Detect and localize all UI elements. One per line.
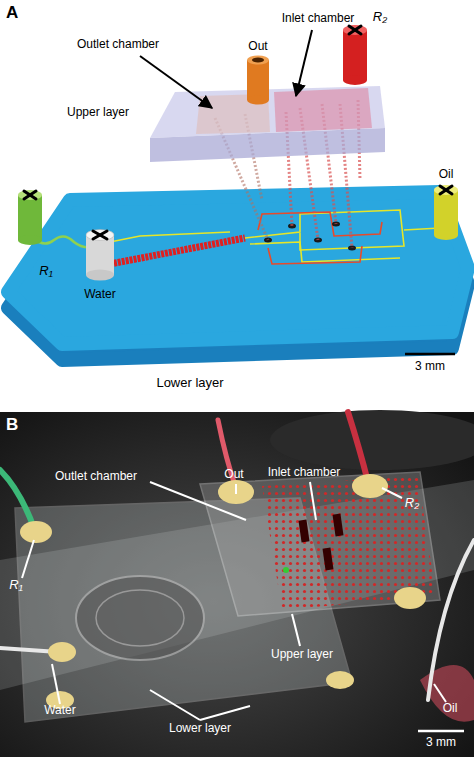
photo-device — [0, 410, 474, 722]
part-label: Lower layer — [156, 376, 223, 390]
inlet-chamber — [274, 88, 372, 132]
part-label: Water — [44, 704, 76, 717]
part-label: Inlet chamber — [268, 466, 341, 479]
part-label: Water — [84, 288, 116, 301]
part-label: 3 mm — [415, 360, 445, 373]
outlet-chamber — [196, 94, 270, 134]
part-label: Out — [224, 468, 243, 481]
part-label: R₂ — [373, 10, 387, 24]
part-label: Outlet chamber — [55, 470, 137, 483]
pointer-arrows — [140, 30, 312, 108]
via-holes — [264, 222, 356, 251]
part-label: Oil — [439, 168, 454, 181]
scale-bar — [405, 353, 455, 356]
photo-tubes — [0, 412, 474, 700]
part-label: R₁ — [39, 264, 53, 278]
part-label: Outlet chamber — [77, 38, 159, 51]
part-label: 3 mm — [426, 736, 456, 749]
part-label: Upper layer — [67, 106, 129, 119]
part-label: R₁ — [9, 578, 23, 592]
part-label: Out — [248, 40, 267, 53]
tubes-panel-a — [18, 25, 458, 281]
part-label: Upper layer — [271, 648, 333, 661]
photo-leader-lines — [22, 482, 446, 720]
part-label: Oil — [443, 702, 458, 715]
glue-blobs — [20, 474, 426, 709]
part-label: R₂ — [405, 496, 419, 510]
scale-bar — [418, 730, 464, 733]
closed-port-marks — [24, 26, 452, 239]
panel-letter: A — [6, 4, 18, 23]
part-label: Lower layer — [169, 722, 231, 735]
lower-layer-slab — [8, 192, 468, 360]
panel-letter: B — [6, 416, 18, 435]
part-label: Inlet chamber — [282, 12, 355, 25]
